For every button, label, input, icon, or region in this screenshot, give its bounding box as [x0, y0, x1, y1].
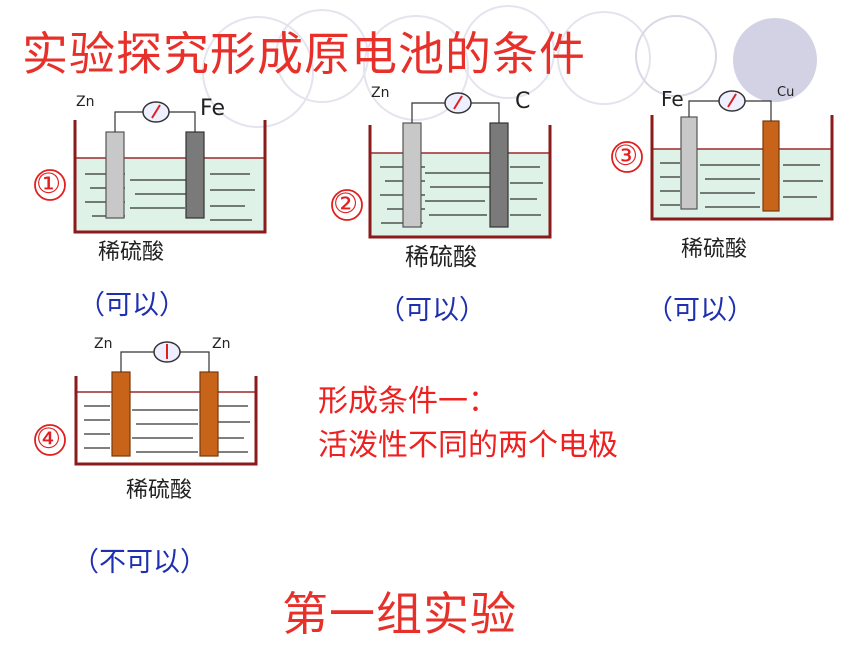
experiment-3-number: ③ — [613, 139, 639, 172]
experiment-3: ③ Fe Cu 稀硫酸 — [605, 85, 845, 275]
condition-text: 活泼性不同的两个电极 — [318, 428, 618, 463]
experiment-1-number: ① — [36, 167, 62, 200]
experiment-2-solution: 稀硫酸 — [405, 243, 477, 271]
experiment-3-diagram — [611, 90, 834, 221]
experiment-1-right-electrode: Fe — [200, 96, 225, 121]
experiment-4: ④ Zn Zn 稀硫酸 — [28, 330, 268, 510]
experiment-4-result: （不可以） — [72, 547, 207, 578]
experiment-2-diagram — [331, 92, 552, 239]
experiment-1-diagram — [34, 101, 267, 234]
experiment-1: ① Zn Fe 稀硫酸 — [30, 90, 270, 270]
experiment-2-result: （可以） — [378, 295, 486, 326]
experiment-3-right-electrode: Cu — [777, 85, 795, 100]
experiment-3-result: （可以） — [646, 295, 754, 326]
section-subtitle: 第一组实验 — [282, 587, 517, 641]
experiment-1-solution: 稀硫酸 — [98, 240, 165, 265]
experiment-4-left-electrode: Zn — [94, 336, 113, 352]
experiment-1-left-electrode: Zn — [76, 94, 95, 110]
experiment-2: ② Zn C 稀硫酸 — [325, 85, 565, 275]
experiment-4-right-electrode: Zn — [212, 336, 231, 352]
experiment-2-right-electrode: C — [515, 89, 531, 114]
experiment-4-diagram — [34, 341, 258, 466]
experiment-3-solution: 稀硫酸 — [681, 237, 748, 262]
experiment-2-number: ② — [333, 187, 359, 220]
page-title: 实验探究形成原电池的条件 — [22, 27, 586, 81]
experiment-2-left-electrode: Zn — [371, 85, 390, 101]
experiment-1-result: （可以） — [78, 290, 186, 321]
experiment-3-left-electrode: Fe — [661, 87, 684, 111]
experiment-4-number: ④ — [36, 422, 62, 455]
experiment-4-solution: 稀硫酸 — [126, 478, 193, 503]
condition-heading: 形成条件一： — [318, 384, 498, 419]
